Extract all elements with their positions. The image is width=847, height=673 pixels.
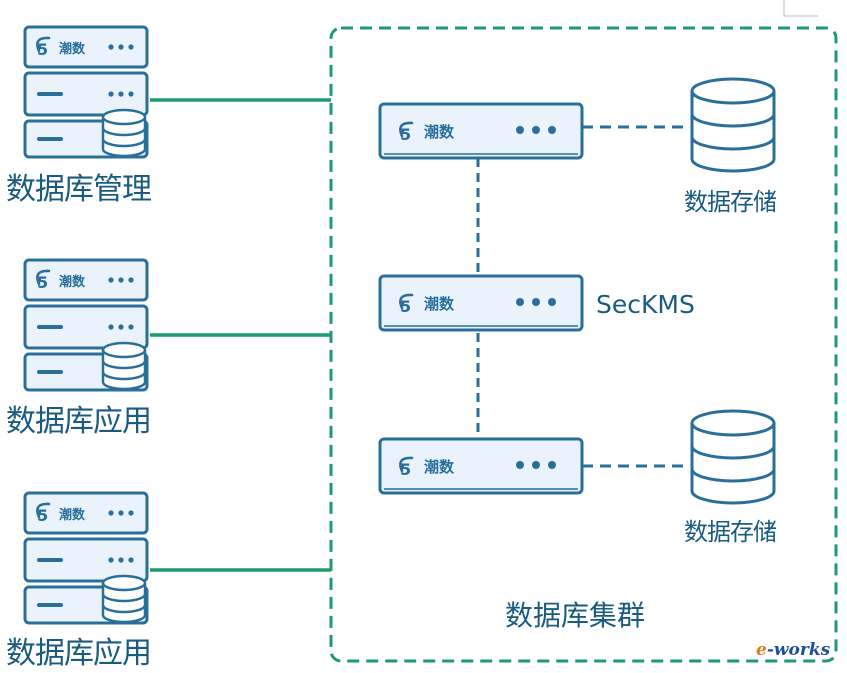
client-server-stack-1 [25,27,147,157]
cluster-label: 数据库集群 [505,599,646,632]
cluster-server-node-1 [380,104,582,158]
watermark-lead: e [756,640,767,660]
storage-label-2: 数据存储 [684,518,777,546]
node-label-seckms: SecKMS [596,290,695,319]
client-label-2: 数据库应用 [6,404,152,439]
corner-mark [783,0,818,17]
client-server-stack-3 [25,493,147,623]
client-server-stack-2 [25,260,147,390]
storage-label-1: 数据存储 [684,188,777,216]
database-cylinder-icon [690,409,776,505]
database-cylinder-icon [690,77,776,173]
watermark-rest: -works [766,640,831,660]
cluster-server-node-seckms [380,276,582,330]
client-label-1: 数据库管理 [6,172,152,207]
client-label-3: 数据库应用 [6,636,152,671]
cluster-border [329,26,838,663]
cluster-server-node-3 [380,439,582,493]
watermark-logo: e-works [756,640,830,660]
